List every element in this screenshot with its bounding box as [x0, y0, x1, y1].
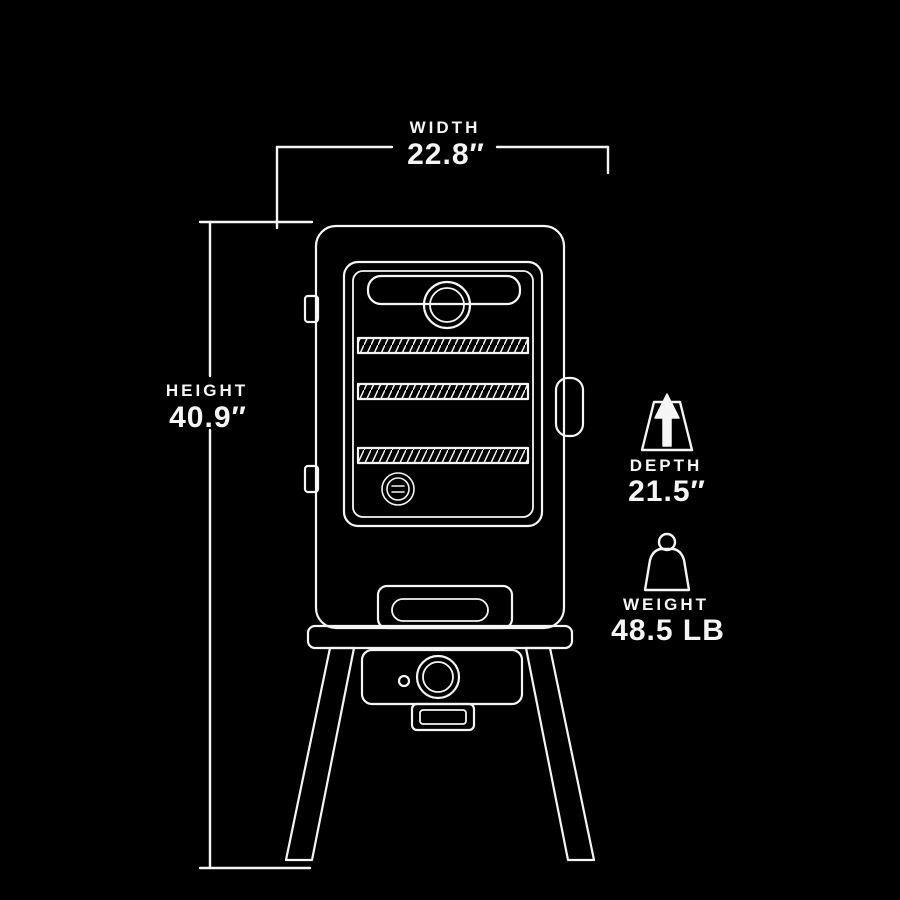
height-value: 40.9″: [169, 401, 247, 434]
height-dimension-line: [198, 220, 314, 870]
door-window: [342, 260, 544, 528]
door-hinge-top: [303, 294, 320, 324]
weight-label: WEIGHT: [623, 595, 709, 614]
depth-value: 21.5″: [628, 475, 706, 508]
brand-logo: [381, 472, 415, 506]
base-band: [306, 624, 574, 650]
weight-value: 48.5 LB: [611, 614, 725, 647]
width-label: WIDTH: [409, 118, 481, 137]
width-dimension-line: [275, 145, 610, 230]
width-value: 22.8″: [407, 138, 485, 171]
top-vent: [366, 274, 522, 306]
indicator-light: [397, 674, 411, 688]
height-label: HEIGHT: [165, 381, 249, 400]
chip-loader: [410, 702, 476, 732]
control-panel: [360, 648, 524, 706]
door-handle: [554, 376, 585, 438]
control-knob: [415, 654, 461, 700]
smoker-illustration: [284, 224, 596, 862]
depth-arrow-icon: [640, 393, 694, 452]
grease-drawer: [376, 584, 514, 630]
cooking-racks: [356, 336, 530, 465]
kettlebell-weight-icon: [643, 532, 691, 592]
right-leg: [524, 646, 596, 862]
left-leg: [284, 646, 356, 862]
damper-circle: [422, 280, 472, 330]
depth-label: DEPTH: [629, 456, 703, 475]
door-hinge-bottom: [303, 464, 320, 494]
